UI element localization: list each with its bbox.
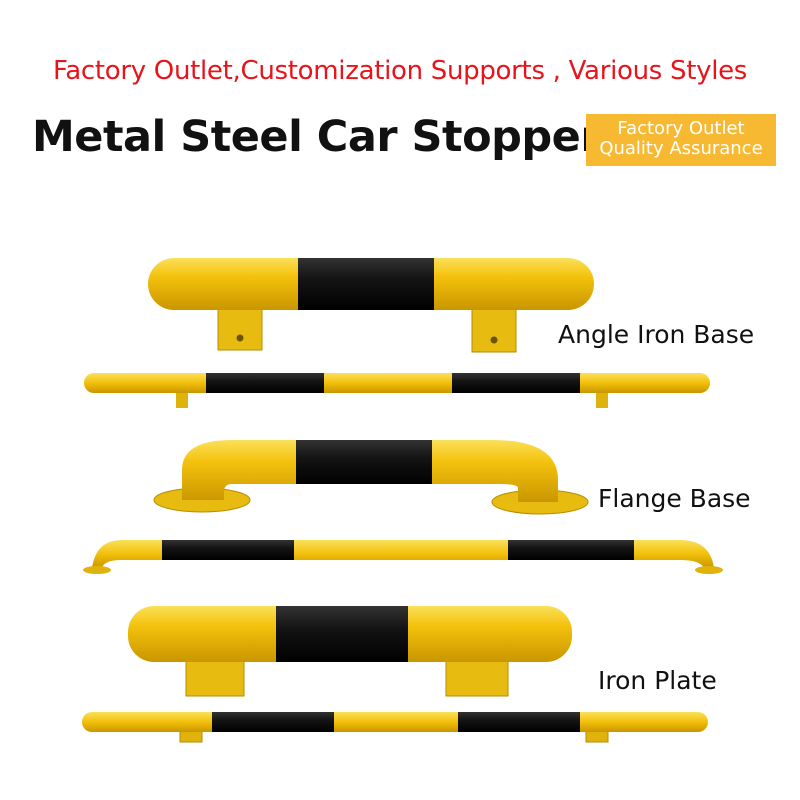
- product-label-iron-plate: Iron Plate: [598, 666, 717, 695]
- product-label-angle-iron: Angle Iron Base: [558, 320, 755, 349]
- product-label-flange: Flange Base: [598, 484, 751, 513]
- quality-badge: Factory Outlet Quality Assurance: [586, 114, 776, 166]
- badge-line-2: Quality Assurance: [599, 138, 763, 159]
- angle-iron-stopper-large: [148, 258, 594, 353]
- badge-line-1: Factory Outlet: [617, 118, 745, 139]
- iron-plate-stopper-small: [82, 712, 708, 743]
- angle-iron-stopper-small: [84, 373, 710, 408]
- flange-stopper-small: [83, 540, 723, 574]
- page-title: Metal Steel Car Stopper: [32, 112, 602, 162]
- flange-stopper-large: [153, 440, 589, 515]
- iron-plate-stopper-large: [128, 606, 572, 697]
- tagline: Factory Outlet,Customization Supports , …: [52, 56, 748, 86]
